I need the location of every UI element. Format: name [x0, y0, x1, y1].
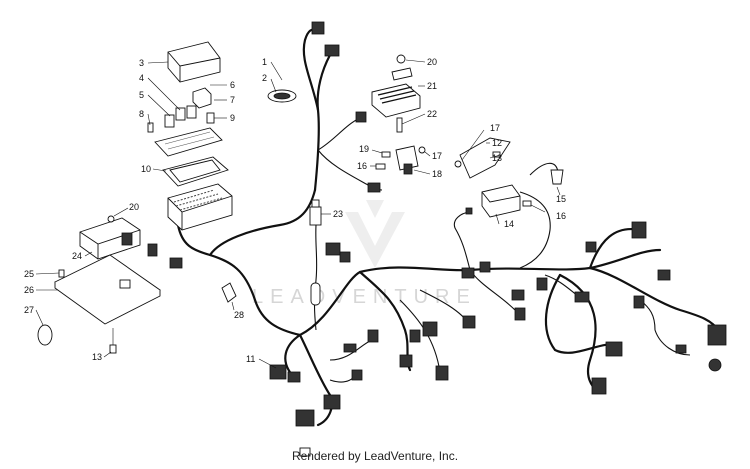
callout-20-top: 20	[427, 57, 437, 67]
callout-27: 27	[24, 305, 34, 315]
connector-fusebox-b	[169, 257, 183, 269]
bracket-26	[54, 254, 161, 325]
callout-13-left: 13	[92, 352, 102, 362]
callout-labels: 1 2 3 4 5 6 7 8 9 10 11 12 13 13 14 15 1…	[24, 57, 566, 369]
fuse-8	[147, 122, 154, 133]
harness-connectors	[269, 221, 727, 457]
screw-13-right	[492, 151, 501, 158]
grommet-2	[267, 89, 297, 103]
relays-5	[164, 105, 197, 128]
callout-16-right: 16	[556, 211, 566, 221]
sensor-23	[309, 199, 322, 226]
callout-2: 2	[262, 73, 267, 83]
callout-11: 11	[246, 354, 255, 364]
callout-9: 9	[230, 113, 235, 123]
callout-5: 5	[139, 90, 144, 100]
callout-13-right: 13	[492, 153, 502, 163]
bolt-22	[396, 117, 403, 133]
nut-17-right	[454, 160, 462, 168]
clip-28	[221, 282, 237, 303]
callout-20-left: 20	[129, 202, 139, 212]
callout-16-left: 16	[357, 161, 367, 171]
bolt-16-right	[522, 200, 532, 207]
washer-20	[391, 67, 413, 81]
callout-17-right: 17	[490, 123, 500, 133]
callout-8: 8	[139, 109, 144, 119]
callout-19: 19	[359, 144, 369, 154]
callout-10: 10	[141, 164, 151, 174]
callout-28: 28	[234, 310, 244, 320]
ecu-24	[79, 217, 141, 260]
callout-26: 26	[24, 285, 34, 295]
callout-6: 6	[230, 80, 235, 90]
callout-15: 15	[556, 194, 566, 204]
callout-12: 12	[492, 138, 502, 148]
gasket-10	[162, 156, 229, 187]
footer-credit: Rendered by LeadVenture, Inc.	[291, 449, 459, 463]
callout-23: 23	[333, 209, 343, 219]
connector-15	[550, 169, 564, 185]
module-14	[481, 184, 521, 218]
connector-fusebox-a	[147, 243, 158, 257]
bolt-16-left	[375, 163, 386, 170]
watermark-logo	[345, 200, 405, 268]
wire-tie-27	[37, 324, 53, 346]
nut-17-left	[418, 146, 426, 154]
bolt-19	[381, 151, 391, 158]
regulator-21	[371, 83, 421, 118]
callout-7: 7	[230, 95, 235, 105]
callout-24: 24	[72, 251, 82, 261]
callout-25: 25	[24, 269, 34, 279]
connector-top-1	[311, 21, 340, 57]
screw-13-left	[109, 328, 117, 354]
relay-cover-3	[167, 41, 221, 83]
callout-17-left: 17	[432, 151, 442, 161]
relay-6	[192, 87, 212, 109]
fuse-box-base	[167, 183, 233, 231]
nut-20-top	[396, 54, 406, 64]
fuse-7	[206, 112, 215, 124]
nut-20-left	[107, 215, 115, 223]
callout-3: 3	[139, 58, 144, 68]
callout-22: 22	[427, 109, 437, 119]
callout-18: 18	[432, 169, 442, 179]
fuse-panel-9	[154, 127, 223, 157]
callout-4: 4	[139, 73, 144, 83]
watermark-text: LEADVENTURE	[252, 286, 477, 308]
clip-14	[465, 207, 473, 215]
callout-1: 1	[262, 57, 267, 67]
bracket-12	[459, 137, 511, 179]
sensor-boot	[310, 282, 321, 306]
callout-21: 21	[427, 81, 437, 91]
connector-18-wire	[367, 182, 381, 193]
screw-25	[58, 269, 65, 278]
regulator-connector	[355, 111, 367, 123]
callout-14: 14	[504, 219, 514, 229]
bracket-18	[395, 145, 419, 175]
